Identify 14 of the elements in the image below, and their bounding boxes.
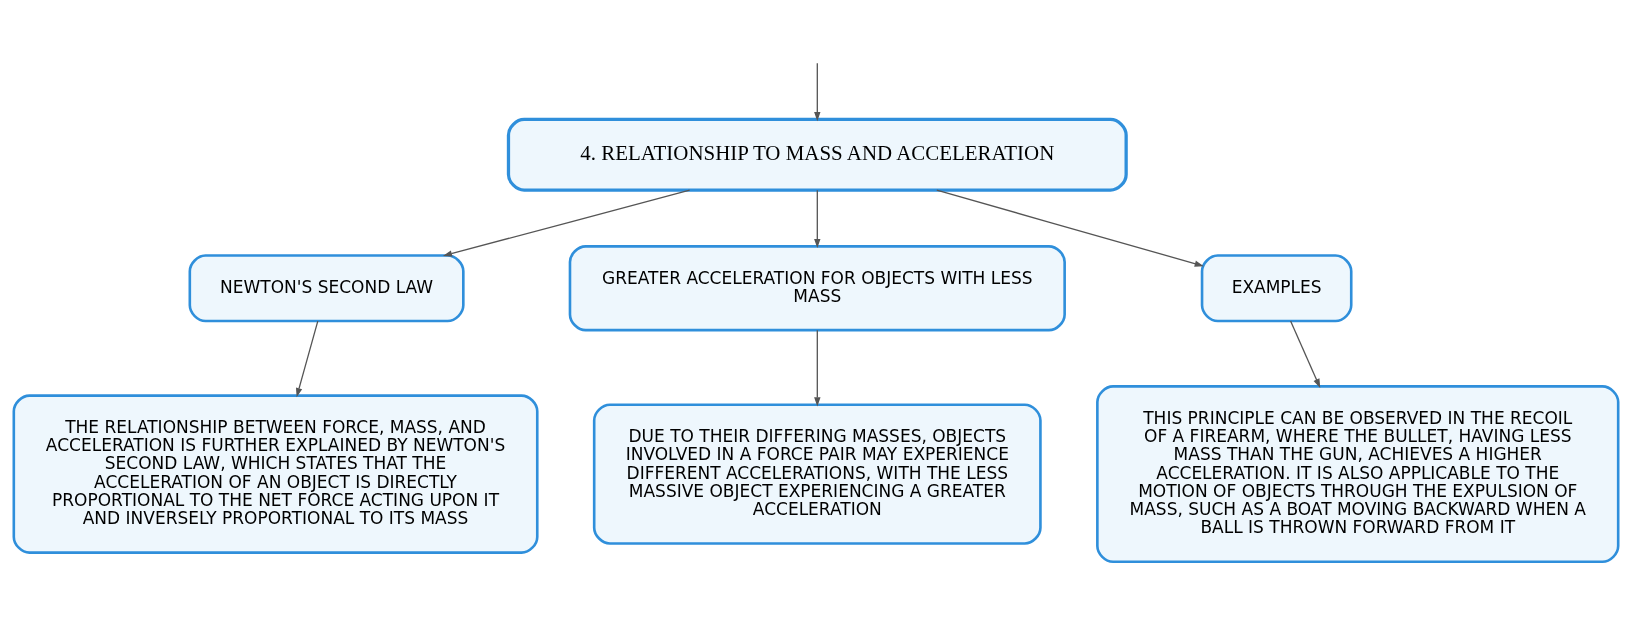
arrow	[814, 188, 821, 248]
node-box: THE RELATIONSHIP BETWEEN FORCE, MASS, AND ACCELERATION IS FURTHER EXPLAINED BY NEWTON'S SECOND LAW, WHICH STATES THAT THE ACCELERATION OF AN OBJECT IS DIRECTLY PROPORTIONAL TO THE NET FORCE ACTING UPON IT AND INVERSELY PROPORTIONAL TO ITS MASS	[12, 393, 539, 554]
node-box: EXAMPLES	[1200, 253, 1353, 322]
node-box: NEWTON'S SECOND LAW	[188, 253, 465, 322]
node-box: GREATER ACCELERATION FOR OBJECTS WITH LESS MASS	[568, 244, 1066, 331]
node-box: 4. RELATIONSHIP TO MASS AND ACCELERATION	[506, 117, 1128, 192]
arrow	[814, 62, 821, 121]
node-box: DUE TO THEIR DIFFERING MASSES, OBJECTS INVOLVED IN A FORCE PAIR MAY EXPERIENCE DIFFERENT ACCELERATIONS, WITH THE LESS MASSIVE OBJECT EXPERIENCING A GREATER ACCELERATION	[592, 402, 1042, 545]
arrow	[936, 188, 1204, 267]
arrow	[814, 329, 821, 406]
node-box: THIS PRINCIPLE CAN BE OBSERVED IN THE RECOIL OF A FIREARM, WHERE THE BULLET, HAVING LESS MASS THAN THE GUN, ACHIEVES A HIGHER ACCELERATION. IT IS ALSO APPLICABLE TO THE MOTION OF OBJECTS THROUGH THE EXPULSION OF MASS, SUCH AS A BOAT MOVING BACKWARD WHEN A BALL IS THROWN FORWARD FROM IT	[1096, 384, 1620, 563]
arrow	[1289, 319, 1321, 388]
arrow	[296, 319, 319, 397]
arrow	[442, 188, 691, 257]
